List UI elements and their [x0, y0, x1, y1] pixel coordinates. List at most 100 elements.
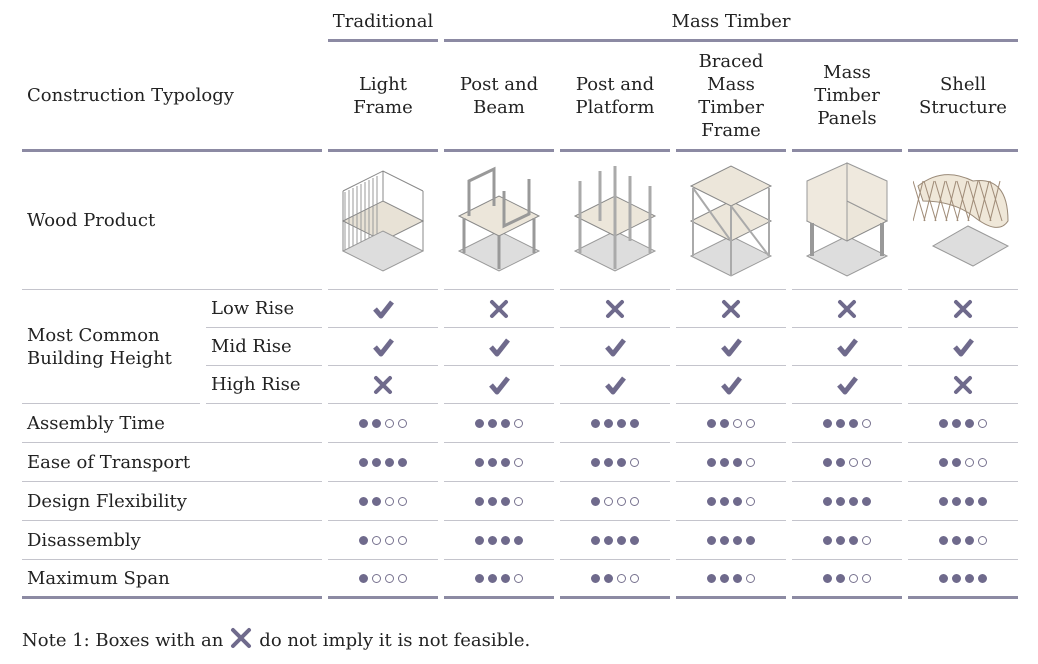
filled-dot: [707, 496, 716, 506]
empty-dot: [385, 535, 394, 545]
empty-dot: [617, 496, 626, 506]
rating-dots: [939, 418, 987, 428]
empty-dot: [746, 418, 755, 428]
empty-dot: [385, 496, 394, 506]
illustration-shell: [908, 152, 1018, 290]
filled-dot: [475, 418, 484, 428]
height-cell: [676, 366, 786, 404]
rating-cell: [444, 443, 554, 482]
rating-cell: [444, 560, 554, 599]
height-cell: [792, 366, 902, 404]
wood-product-label: Wood Product: [22, 152, 322, 290]
filled-dot: [488, 496, 497, 506]
x-icon: [954, 375, 972, 394]
rating-label-text: Design Flexibility: [27, 490, 187, 512]
x-icon: [229, 626, 253, 655]
shell-illustration: [913, 173, 1010, 267]
filled-dot: [617, 457, 626, 467]
check-icon: [953, 337, 974, 356]
empty-dot: [965, 457, 974, 467]
empty-dot: [978, 457, 987, 467]
rating-dots: [359, 418, 407, 428]
height-row-label-text: Mid Rise: [211, 336, 292, 357]
filled-dot: [604, 457, 613, 467]
rating-dots: [359, 535, 407, 545]
filled-dot: [939, 573, 948, 583]
filled-dot: [939, 457, 948, 467]
check-icon: [489, 337, 510, 356]
filled-dot: [952, 535, 961, 545]
height-cell: [792, 290, 902, 328]
rating-dots: [823, 573, 871, 583]
filled-dot: [733, 496, 742, 506]
filled-dot: [836, 573, 845, 583]
rating-dots: [939, 535, 987, 545]
filled-dot: [836, 496, 845, 506]
empty-dot: [617, 573, 626, 583]
rating-dots: [939, 573, 987, 583]
filled-dot: [488, 418, 497, 428]
empty-dot: [385, 418, 394, 428]
empty-dot: [733, 418, 742, 428]
rating-dots: [823, 418, 871, 428]
height-row-label: High Rise: [206, 366, 322, 404]
illustration-post-and-beam: [444, 152, 554, 290]
filled-dot: [836, 535, 845, 545]
filled-dot: [514, 535, 523, 545]
rating-cell: [908, 404, 1018, 443]
rating-label-text: Ease of Transport: [27, 451, 191, 473]
rating-dots: [591, 535, 639, 545]
rating-cell: [560, 404, 670, 443]
filled-dot: [359, 418, 368, 428]
filled-dot: [488, 535, 497, 545]
note-suffix: do not imply it is not feasible.: [259, 630, 531, 651]
filled-dot: [733, 535, 742, 545]
rating-cell: [328, 521, 438, 560]
rating-dots: [475, 496, 523, 506]
empty-dot: [630, 573, 639, 583]
empty-dot: [514, 457, 523, 467]
rating-dots: [359, 573, 407, 583]
wood-product-label-text: Wood Product: [27, 210, 156, 231]
check-icon: [605, 375, 626, 394]
post-and-platform-illustration: [573, 165, 657, 272]
rating-cell: [676, 404, 786, 443]
rating-cell: [908, 482, 1018, 521]
rating-cell: [560, 482, 670, 521]
empty-dot: [978, 418, 987, 428]
group-mass-timber-text: Mass Timber: [671, 11, 791, 32]
header-label: Construction Typology: [22, 42, 322, 152]
height-cell: [560, 366, 670, 404]
height-row-label: Low Rise: [206, 290, 322, 328]
rating-cell: [676, 443, 786, 482]
rating-dots: [475, 457, 523, 467]
rating-cell: [444, 404, 554, 443]
group-traditional-text: Traditional: [332, 11, 434, 32]
filled-dot: [836, 457, 845, 467]
filled-dot: [604, 535, 613, 545]
filled-dot: [475, 496, 484, 506]
empty-dot: [398, 573, 407, 583]
illustration-panels: [792, 152, 902, 290]
rating-cell: [792, 482, 902, 521]
x-icon: [722, 299, 740, 318]
height-cell: [676, 328, 786, 366]
rating-dots: [939, 496, 987, 506]
rating-label: Maximum Span: [22, 560, 322, 599]
rating-cell: [676, 560, 786, 599]
filled-dot: [359, 573, 368, 583]
check-icon: [837, 337, 858, 356]
filled-dot: [501, 418, 510, 428]
filled-dot: [591, 418, 600, 428]
light-frame-illustration: [341, 169, 425, 272]
filled-dot: [475, 457, 484, 467]
rating-cell: [560, 560, 670, 599]
filled-dot: [823, 573, 832, 583]
filled-dot: [746, 535, 755, 545]
check-icon: [837, 375, 858, 394]
empty-dot: [514, 496, 523, 506]
rating-cell: [792, 404, 902, 443]
